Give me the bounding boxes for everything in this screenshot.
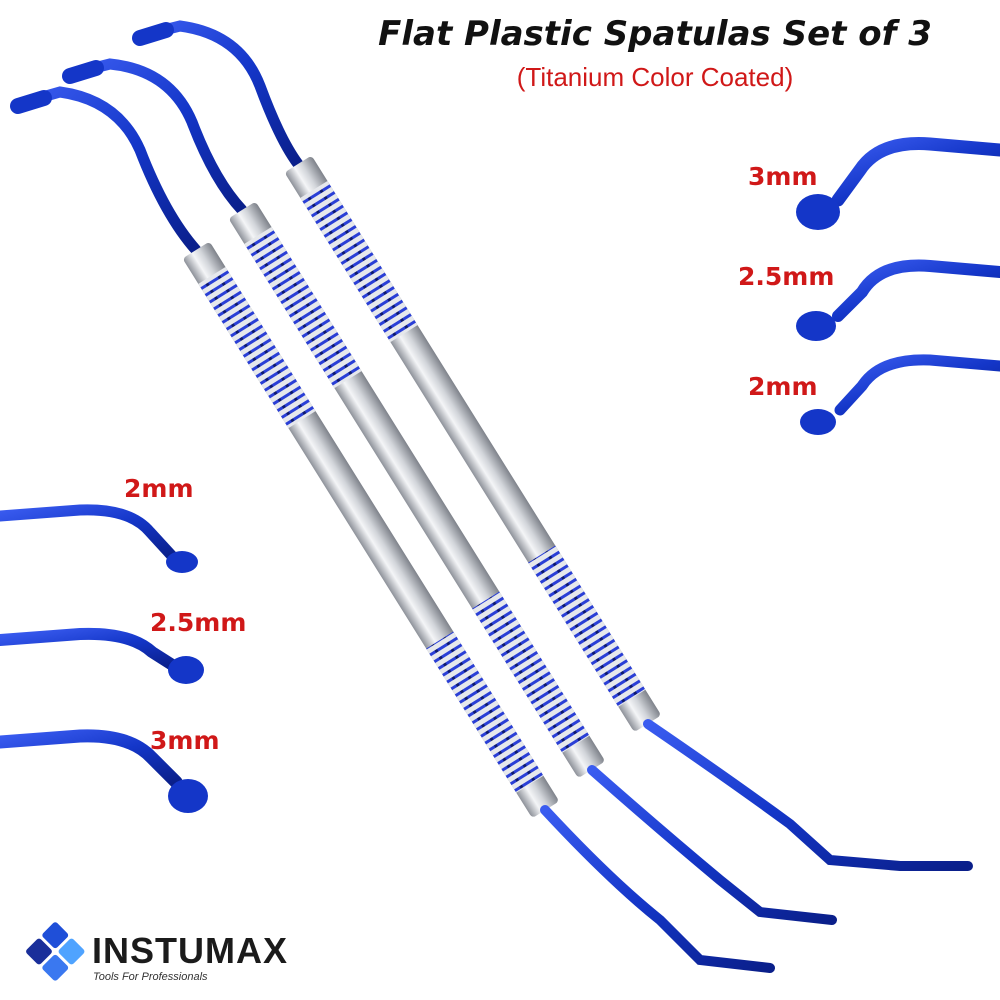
tip-closeup-right-2.5mm [796,259,1000,341]
tip-closeup-right-2mm [800,354,1000,435]
spatula-instrument-left [10,86,775,973]
tip-closeup-left-2mm [0,504,198,573]
tip-label-right-2: 2mm [748,372,818,401]
tip-closeup-left-3mm [0,729,208,813]
tip-label-right-1: 2.5mm [738,262,835,291]
tip-closeup-right-3mm [796,137,1000,230]
brand-tagline: Tools For Professionals [93,971,208,983]
brand-name: INSTUMAX [92,930,288,971]
spatula-instrument-right [132,20,973,871]
page-title: Flat Plastic Spatulas Set of 3 [378,14,932,54]
page-subtitle: (Titanium Color Coated) [516,62,794,92]
blue-diamond-tiles-icon [26,922,85,981]
tip-label-right-0: 3mm [748,162,818,191]
tip-label-left-1: 2.5mm [150,608,247,637]
tip-label-left-0: 2mm [124,474,194,503]
tip-closeup-left-2.5mm [0,627,204,684]
spatula-instrument-middle [62,58,837,925]
tip-label-left-2: 3mm [150,726,220,755]
